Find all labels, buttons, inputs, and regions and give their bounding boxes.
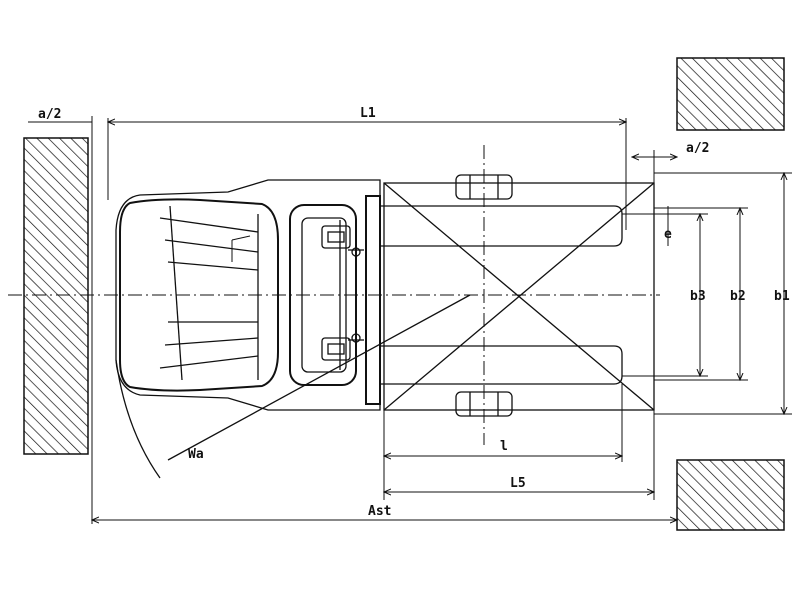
dimension-L5: [384, 410, 654, 500]
label-b2: b2: [730, 289, 746, 304]
dimension-a-half-left: [28, 116, 93, 524]
label-b1: b1: [774, 289, 790, 304]
dimension-b1: [654, 173, 792, 414]
label-b3: b3: [690, 289, 706, 304]
label-Ast: Ast: [368, 504, 391, 519]
dimension-L1: [108, 118, 626, 230]
label-L5: L5: [510, 476, 526, 491]
obstacle-bottom-right: [676, 459, 785, 531]
label-l: l: [500, 439, 508, 454]
dimension-a-half-right: [632, 150, 677, 183]
obstacle-top-right: [676, 57, 785, 131]
dimension-Ast: [92, 500, 677, 528]
label-a-half-left: a/2: [38, 107, 61, 122]
dimension-b3: [622, 214, 708, 376]
label-e: e: [664, 227, 672, 242]
dimension-l: [384, 384, 622, 462]
label-a-half-right: a/2: [686, 141, 709, 156]
forks-and-load: [380, 174, 655, 417]
label-L1: L1: [360, 106, 376, 121]
obstacle-left: [23, 137, 89, 455]
turning-radius: [115, 294, 471, 479]
label-Wa: Wa: [188, 447, 204, 462]
dimension-b2: [654, 208, 748, 380]
